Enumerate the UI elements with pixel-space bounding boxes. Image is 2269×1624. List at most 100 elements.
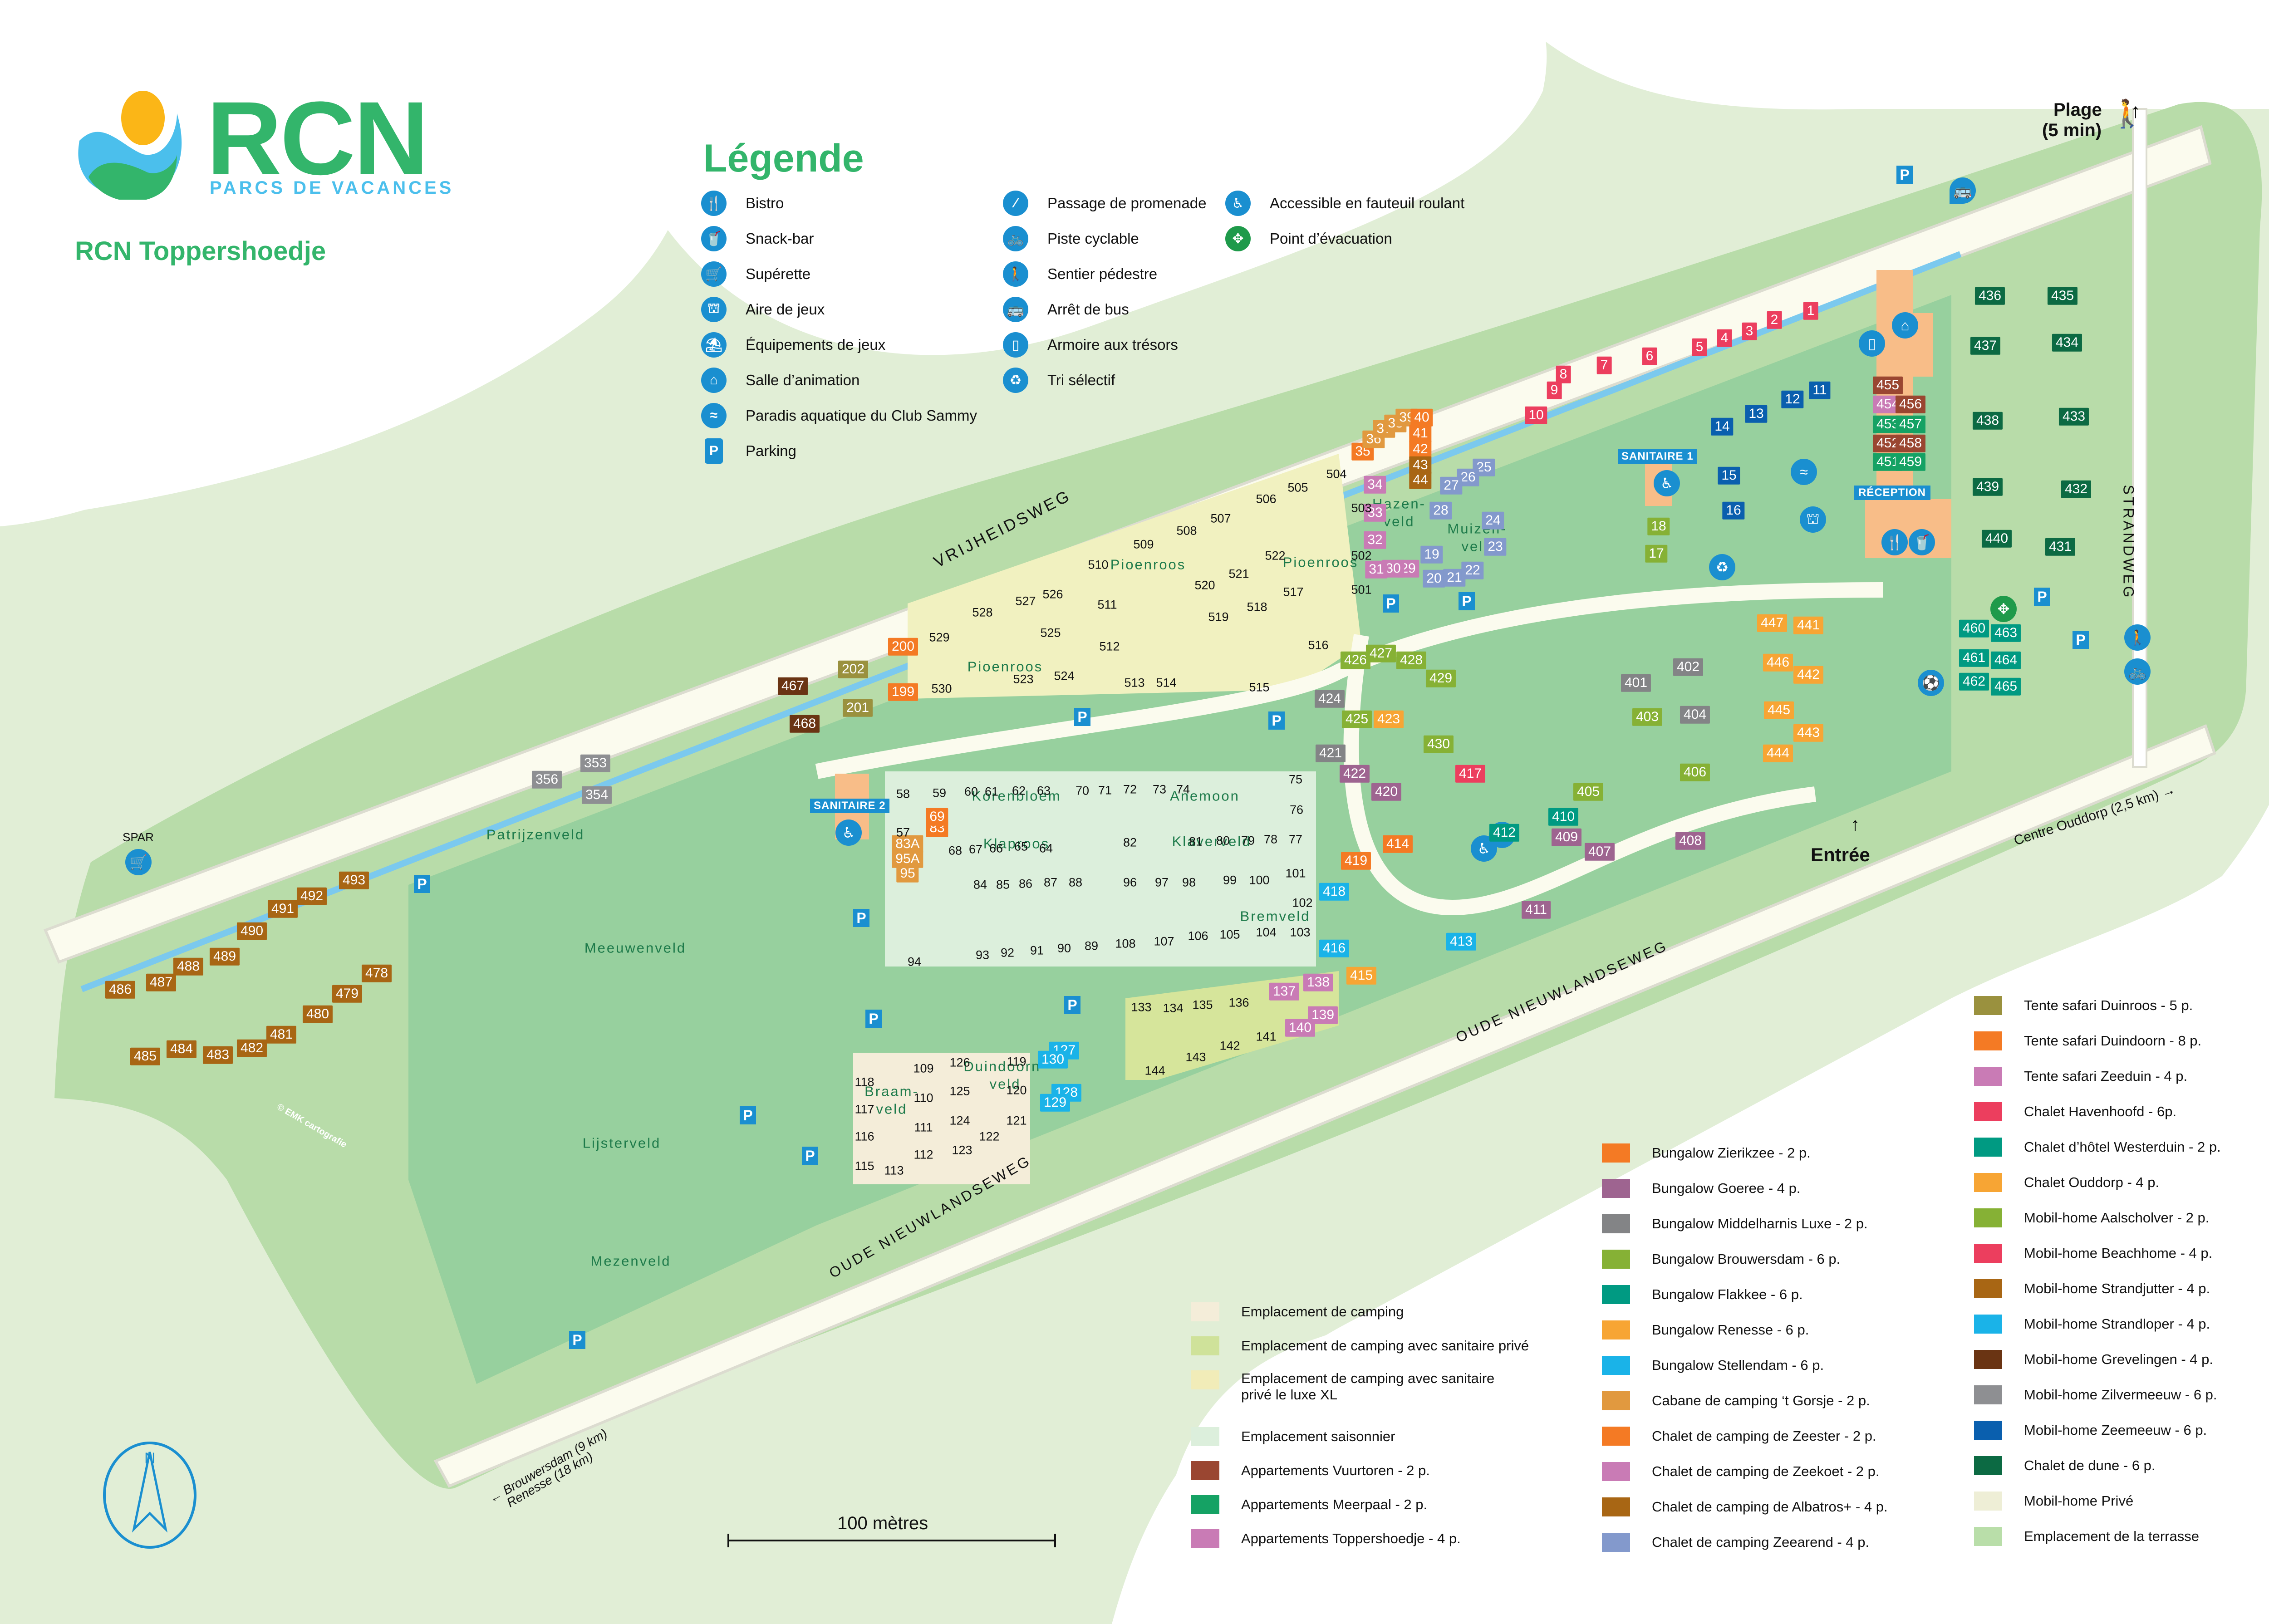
parking-icon[interactable]: P (1268, 711, 1285, 730)
pitch-number[interactable]: 526 (1042, 587, 1063, 601)
accommodation-marker[interactable]: 22 (1461, 561, 1484, 579)
accommodation-marker[interactable]: 480 (302, 1005, 333, 1023)
accommodation-marker[interactable]: 42 (1409, 440, 1432, 458)
accommodation-marker[interactable]: 421 (1315, 744, 1346, 762)
accommodation-marker[interactable]: 447 (1757, 614, 1788, 632)
pitch-number[interactable]: 101 (1285, 866, 1306, 880)
pitch-number[interactable]: 100 (1249, 873, 1270, 887)
pitch-number[interactable]: 98 (1182, 875, 1196, 889)
accommodation-marker[interactable]: 69 (926, 808, 948, 826)
pitch-number[interactable]: 93 (975, 948, 990, 962)
accommodation-marker[interactable]: 487 (146, 973, 177, 991)
accommodation-marker[interactable]: 407 (1584, 843, 1615, 861)
parking-icon[interactable]: P (865, 1010, 882, 1028)
pitch-number[interactable]: 108 (1115, 937, 1136, 951)
pitch-number[interactable]: 73 (1152, 782, 1167, 796)
sports-field-icon[interactable]: ⚽ (1918, 670, 1944, 696)
accommodation-marker[interactable]: 478 (361, 964, 392, 982)
pitch-number[interactable]: 122 (979, 1129, 1000, 1143)
pitch-number[interactable]: 112 (913, 1148, 933, 1162)
pitch-number[interactable]: 68 (948, 844, 963, 858)
accommodation-marker[interactable]: 493 (339, 871, 369, 889)
pitch-number[interactable]: 509 (1133, 537, 1154, 551)
accommodation-marker[interactable]: 468 (789, 715, 820, 733)
accommodation-marker[interactable]: 15 (1718, 466, 1740, 485)
accommodation-marker[interactable]: 414 (1382, 835, 1413, 853)
accommodation-marker[interactable]: 419 (1341, 852, 1371, 870)
bus-stop-icon[interactable]: 🚌 (1950, 177, 1976, 204)
accommodation-marker[interactable]: 130 (1037, 1050, 1068, 1069)
accommodation-marker[interactable]: 457 (1895, 415, 1926, 433)
pitch-number[interactable]: 144 (1144, 1064, 1165, 1078)
pitch-number[interactable]: 57 (896, 825, 910, 839)
accommodation-marker[interactable]: 16 (1722, 501, 1745, 520)
pitch-number[interactable]: 126 (949, 1055, 970, 1070)
pitch-number[interactable]: 121 (1006, 1114, 1027, 1128)
accommodation-marker[interactable]: 95 (896, 864, 919, 883)
pitch-number[interactable]: 125 (949, 1084, 970, 1098)
spar-shop-icon[interactable]: 🛒 (125, 849, 152, 875)
pitch-number[interactable]: 60 (964, 785, 978, 799)
pitch-number[interactable]: 113 (884, 1163, 904, 1178)
pitch-number[interactable]: 507 (1210, 511, 1231, 525)
accommodation-marker[interactable]: 437 (1970, 337, 2001, 355)
accommodation-marker[interactable]: 31 (1365, 560, 1388, 579)
parking-icon[interactable]: P (740, 1106, 756, 1124)
accommodation-marker[interactable]: 438 (1972, 412, 2003, 430)
accommodation-marker[interactable]: 24 (1482, 511, 1504, 530)
parking-icon[interactable]: P (414, 875, 430, 893)
accommodation-marker[interactable]: 481 (266, 1025, 297, 1044)
pitch-number[interactable]: 521 (1228, 567, 1249, 581)
pitch-number[interactable]: 518 (1247, 600, 1267, 614)
accommodation-marker[interactable]: 429 (1425, 669, 1456, 687)
accommodation-marker[interactable]: 418 (1319, 883, 1350, 901)
parking-icon[interactable]: P (1896, 166, 1913, 184)
accommodation-marker[interactable]: 484 (166, 1040, 197, 1058)
pitch-number[interactable]: 512 (1099, 639, 1120, 653)
accommodation-marker[interactable]: 202 (838, 660, 869, 678)
accommodation-marker[interactable]: 441 (1793, 616, 1824, 634)
accommodation-marker[interactable]: 27 (1440, 476, 1463, 495)
pitch-number[interactable]: 528 (972, 605, 993, 619)
accommodation-marker[interactable]: 417 (1455, 765, 1486, 783)
pitch-number[interactable]: 80 (1216, 834, 1230, 848)
pitch-number[interactable]: 105 (1219, 927, 1240, 942)
accommodation-marker[interactable]: 412 (1489, 824, 1520, 842)
pitch-number[interactable]: 510 (1088, 558, 1109, 572)
pitch-number[interactable]: 524 (1054, 669, 1075, 683)
pitch-number[interactable]: 110 (913, 1091, 933, 1105)
pitch-number[interactable]: 71 (1098, 783, 1112, 797)
pitch-number[interactable]: 515 (1249, 680, 1270, 694)
accommodation-marker[interactable]: 467 (777, 677, 808, 695)
accommodation-marker[interactable]: 4 (1717, 329, 1732, 347)
accommodation-marker[interactable]: 200 (888, 638, 918, 656)
pitch-number[interactable]: 506 (1256, 492, 1277, 506)
pitch-number[interactable]: 62 (1012, 784, 1026, 798)
pitch-number[interactable]: 525 (1040, 626, 1061, 640)
pitch-number[interactable]: 513 (1124, 676, 1145, 690)
pitch-number[interactable]: 109 (913, 1061, 934, 1075)
pitch-number[interactable]: 120 (1006, 1083, 1027, 1097)
pitch-number[interactable]: 516 (1308, 638, 1329, 652)
accommodation-marker[interactable]: 460 (1959, 619, 1989, 638)
accommodation-marker[interactable]: 431 (2045, 538, 2076, 556)
pitch-number[interactable]: 519 (1208, 610, 1229, 624)
pitch-number[interactable]: 65 (1014, 839, 1028, 854)
accommodation-marker[interactable]: 489 (209, 947, 240, 966)
accommodation-marker[interactable]: 486 (105, 981, 136, 999)
pitch-number[interactable]: 514 (1156, 676, 1177, 690)
accommodation-marker[interactable]: 140 (1285, 1019, 1316, 1037)
accommodation-marker[interactable]: 458 (1895, 434, 1926, 452)
pitch-number[interactable]: 88 (1068, 875, 1083, 889)
pitch-number[interactable]: 77 (1288, 832, 1303, 846)
accommodation-marker[interactable]: 18 (1647, 517, 1670, 535)
accommodation-marker[interactable]: 199 (888, 683, 918, 701)
accommodation-marker[interactable]: 446 (1763, 653, 1793, 672)
accommodation-marker[interactable]: 201 (842, 699, 873, 717)
pitch-number[interactable]: 503 (1351, 501, 1372, 515)
parking-icon[interactable]: P (1383, 594, 1399, 613)
pitch-number[interactable]: 74 (1176, 782, 1190, 796)
parking-icon[interactable]: P (1074, 708, 1090, 726)
accommodation-marker[interactable]: 461 (1959, 649, 1989, 667)
accommodation-marker[interactable]: 479 (332, 985, 363, 1003)
